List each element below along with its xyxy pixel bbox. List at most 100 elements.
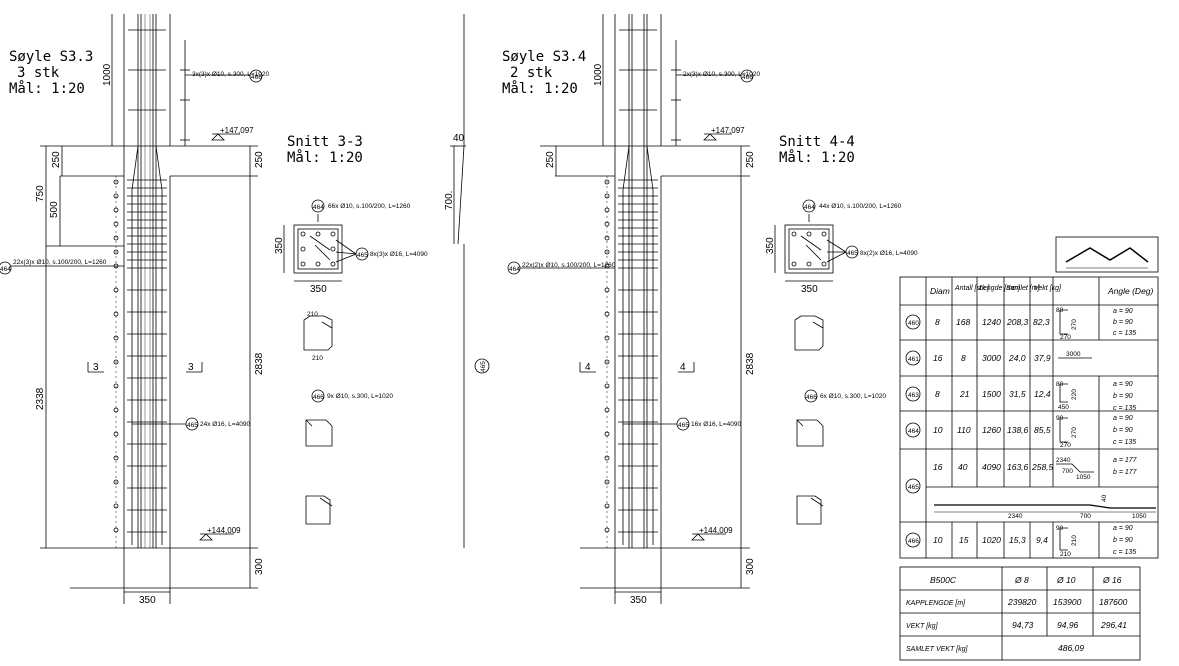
diam-461: 16 <box>933 353 943 363</box>
dim-250a-s34: 250 <box>545 151 556 168</box>
bar-schedule-table: Diam Antall [stk.] Lengde [mm] Samlet [m… <box>899 276 1159 559</box>
tag-465-s34: 465 <box>678 422 689 429</box>
tag-465-mid: 465 <box>480 361 487 372</box>
tag-466-snitt33: 466 <box>313 394 324 401</box>
summary-kapp-16: 187600 <box>1099 597 1128 607</box>
lengde-463: 1500 <box>982 389 1001 399</box>
shape-465-c: 1050 <box>1076 474 1091 481</box>
tag-465-s33: 465 <box>187 422 198 429</box>
callout-466-snitt44: 6x Ø10, s.300, L=1020 <box>820 393 886 400</box>
samlet-466: 15,3 <box>1009 535 1026 545</box>
dim-350-v-snitt33: 350 <box>274 237 285 254</box>
shape-465-b: 700 <box>1062 468 1073 475</box>
lengde-465: 4090 <box>982 462 1001 472</box>
angle-465-a: a = 177 <box>1113 457 1138 464</box>
section-mark-right-s33: 3 <box>188 362 194 373</box>
angle-463-b: b = 90 <box>1113 393 1133 400</box>
shape-464-c: 270 <box>1060 442 1071 449</box>
bar-dots-s34 <box>604 179 610 533</box>
vekt-463: 12,4 <box>1034 389 1051 399</box>
lengde-466: 1020 <box>982 535 1001 545</box>
summary-diam-10: Ø 10 <box>1056 575 1076 585</box>
callout-464-s34: 22x(2)x Ø10, s.100/200, L=1260 <box>522 262 616 269</box>
callout-465-s33: 24x Ø16, L=4090 <box>200 421 250 428</box>
hdr-lengde: Lengde [mm] <box>979 285 1021 292</box>
vekt-466: 9,4 <box>1036 535 1048 545</box>
dim-700-mid: 700. <box>444 191 455 210</box>
angle-466-a: a = 90 <box>1113 525 1133 532</box>
callout-464-s33: 22x(3)x Ø10, s.100/200, L=1260 <box>13 259 107 266</box>
dim-750-s33: 750 <box>35 185 46 202</box>
pos-464: 464 <box>908 428 919 435</box>
summary-diam-16: Ø 16 <box>1102 575 1122 585</box>
qty-s33: 3 stk <box>17 65 60 81</box>
dim-350-h-snitt44: 350 <box>801 284 818 295</box>
dim-350-h-snitt33: 350 <box>310 284 327 295</box>
section-mark-right-s34: 4 <box>680 362 686 373</box>
shape-464-b: 270 <box>1071 427 1078 438</box>
summary-total-label: SAMLET VEKT [kg] <box>906 646 969 653</box>
tag-466-snitt44: 466 <box>806 394 817 401</box>
section-mark-left-s34: 4 <box>585 362 591 373</box>
dim-2838-s34: 2838 <box>745 352 756 375</box>
angle-464-a: a = 90 <box>1113 415 1133 422</box>
tag-465-snitt44: 465 <box>847 250 858 257</box>
vekt-460: 82,3 <box>1033 317 1050 327</box>
diam-466: 10 <box>933 535 943 545</box>
dim-2838-s33: 2838 <box>254 352 265 375</box>
angle-460-a: a = 90 <box>1113 308 1133 315</box>
shape1-label: 210 <box>307 311 318 318</box>
hdr-vekt: Vekt [kg] <box>1034 285 1062 292</box>
elev-bot-s33: +144,009 <box>207 526 241 535</box>
shape-463-a: 80 <box>1056 381 1064 388</box>
column-elevation-s33: Søyle S3.3 3 stk Mål: 1:20 <box>0 14 270 606</box>
tag-464-snitt44: 464 <box>804 204 815 211</box>
shape-460-b: 270 <box>1071 319 1078 330</box>
samlet-464: 138,6 <box>1007 425 1029 435</box>
title-snitt-3-3: Snitt 3-3 <box>287 134 363 150</box>
samlet-460: 208,3 <box>1006 317 1029 327</box>
pos-466: 466 <box>908 538 919 545</box>
lengde-460: 1240 <box>982 317 1001 327</box>
shape-460-a: 80 <box>1056 307 1064 314</box>
antall-463: 21 <box>959 389 970 399</box>
diam-465: 16 <box>933 462 943 472</box>
angle-466-c: c = 135 <box>1113 549 1136 556</box>
tag-464-s33: 464 <box>0 266 11 273</box>
pos-461: 461 <box>908 356 919 363</box>
scale-s34: Mål: 1:20 <box>502 80 578 97</box>
summary-diam-8: Ø 8 <box>1014 575 1029 585</box>
scale-s33: Mål: 1:20 <box>9 80 85 97</box>
tag-464-snitt33: 464 <box>313 204 324 211</box>
shape-463-b: 220 <box>1071 389 1078 400</box>
summary-grade: B500C <box>930 575 957 585</box>
summary-vekt-16: 296,41 <box>1100 620 1127 630</box>
summary-vekt-8: 94,73 <box>1012 620 1034 630</box>
shape-460-c: 270 <box>1060 334 1071 341</box>
antall-461: 8 <box>961 353 966 363</box>
title-s33: Søyle S3.3 <box>9 49 93 65</box>
shape-465-long-a: 2340 <box>1008 513 1023 520</box>
section-3-3: Snitt 3-3 Mål: 1:20 464 66x Ø10, s.100/2… <box>274 134 428 525</box>
vekt-465: 258,5 <box>1031 462 1054 472</box>
elev-top-s34: +147,097 <box>711 126 745 135</box>
summary-table: B500C Ø 8 Ø 10 Ø 16 KAPPLENGDE [m] 23982… <box>899 566 1141 661</box>
hdr-diam: Diam <box>930 286 950 296</box>
summary-row-vekt-label: VEKT [kg] <box>906 623 939 630</box>
section-mark-left-s33: 3 <box>93 362 99 373</box>
hdr-antall: Antall [stk.] <box>954 285 990 292</box>
summary-kapp-8: 239820 <box>1007 597 1037 607</box>
diam-464: 10 <box>933 425 943 435</box>
scale-snitt-4-4: Mål: 1:20 <box>779 149 855 166</box>
dim-500-s33: 500 <box>49 201 60 218</box>
dim-1000-s33: 1000 <box>102 63 113 86</box>
title-s34: Søyle S3.4 <box>502 49 586 65</box>
bar-465-detail: 40 700. 465 <box>444 14 490 548</box>
shape-465-long-b: 700 <box>1080 513 1091 520</box>
dim-1000-s34: 1000 <box>593 63 604 86</box>
lengde-464: 1260 <box>982 425 1001 435</box>
angle-460-c: c = 135 <box>1113 330 1136 337</box>
summary-total-value: 486,09 <box>1058 643 1084 653</box>
antall-464: 110 <box>957 425 971 435</box>
